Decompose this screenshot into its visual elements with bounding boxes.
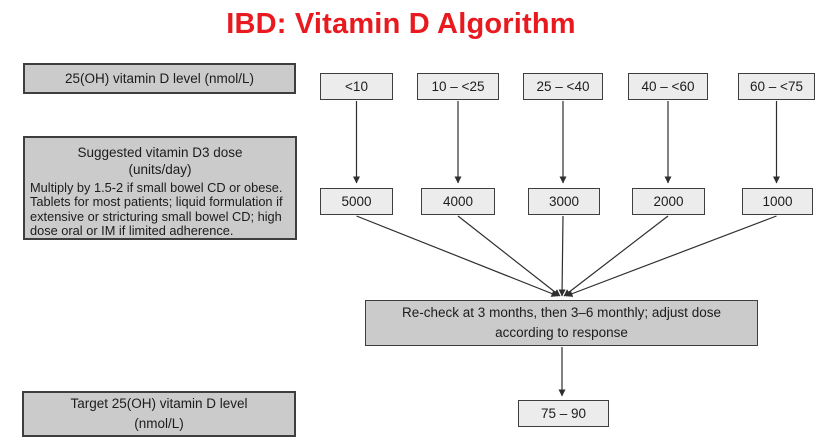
- page-title: IBD: Vitamin D Algorithm: [226, 8, 576, 40]
- target-panel-line2: (nmol/L): [134, 416, 184, 431]
- dose-panel-heading: Suggested vitamin D3 dose: [77, 145, 243, 160]
- range-box-10-25: 10 – <25: [417, 73, 499, 100]
- arrow-dose5-to-recheck: [565, 215, 777, 297]
- target-range-box: 75 – 90: [518, 400, 609, 427]
- arrow-dose2-to-recheck: [457, 215, 561, 297]
- panel-suggested-dose: Suggested vitamin D3 dose (units/day) Mu…: [23, 136, 297, 240]
- arrow-dose4-to-recheck: [563, 215, 669, 297]
- arrow-dose3-to-recheck: [558, 215, 566, 297]
- panel-vitamin-d-level: 25(OH) vitamin D level (nmol/L): [23, 63, 296, 94]
- dose-box-5000: 5000: [320, 188, 393, 215]
- range-box-25-40: 25 – <40: [523, 73, 603, 100]
- recheck-box: Re-check at 3 months, then 3–6 monthly; …: [365, 300, 758, 346]
- dose-box-3000: 3000: [528, 188, 600, 215]
- range-box-40-60: 40 – <60: [628, 73, 708, 100]
- dose-panel-body: Multiply by 1.5-2 if small bowel CD or o…: [30, 179, 283, 239]
- dose-panel-subheading: (units/day): [128, 161, 192, 177]
- panel-target-level: Target 25(OH) vitamin D level (nmol/L): [22, 391, 296, 437]
- dose-box-1000: 1000: [742, 188, 813, 215]
- target-panel-line1: Target 25(OH) vitamin D level: [70, 395, 248, 411]
- range-box-lt10: <10: [320, 73, 393, 100]
- dose-box-2000: 2000: [632, 188, 705, 215]
- arrow-dose1-to-recheck: [356, 215, 559, 297]
- range-box-60-75: 60 – <75: [738, 73, 815, 100]
- dose-box-4000: 4000: [421, 188, 495, 215]
